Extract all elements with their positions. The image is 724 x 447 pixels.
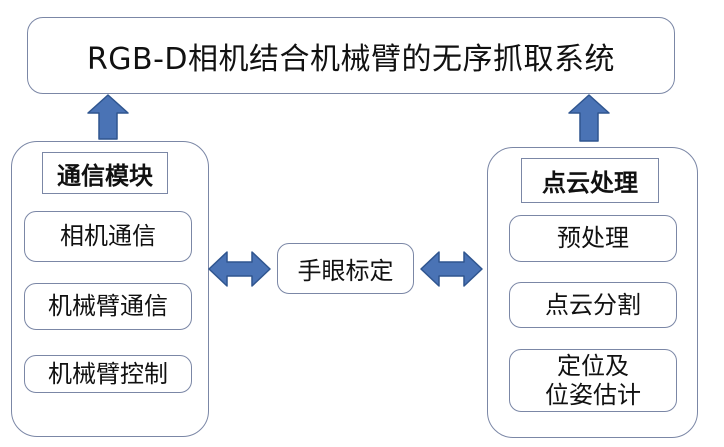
left-up-arrow bbox=[87, 94, 129, 140]
system-title-box: RGB-D相机结合机械臂的无序抓取系统 bbox=[27, 17, 675, 94]
preprocessing-label: 预处理 bbox=[557, 224, 629, 252]
arm-control-box: 机械臂控制 bbox=[24, 355, 192, 393]
point-cloud-heading: 点云处理 bbox=[521, 158, 659, 203]
pose-estimation-line-2: 位姿估计 bbox=[545, 380, 641, 409]
camera-communication-label: 相机通信 bbox=[60, 222, 156, 250]
left-double-arrow bbox=[208, 251, 271, 287]
system-title: RGB-D相机结合机械臂的无序抓取系统 bbox=[86, 41, 616, 77]
pose-estimation-line-1: 定位及 bbox=[557, 351, 629, 380]
arm-control-label: 机械臂控制 bbox=[48, 359, 168, 388]
point-cloud-segmentation-label: 点云分割 bbox=[545, 290, 641, 319]
arm-communication-box: 机械臂通信 bbox=[24, 283, 192, 330]
pose-estimation-text: 定位及 位姿估计 bbox=[545, 352, 641, 410]
pose-estimation-box: 定位及 位姿估计 bbox=[509, 349, 677, 412]
hand-eye-calibration-label: 手眼标定 bbox=[297, 257, 394, 285]
preprocessing-box: 预处理 bbox=[509, 215, 677, 262]
hand-eye-calibration-box: 手眼标定 bbox=[277, 243, 414, 294]
right-double-arrow bbox=[420, 251, 483, 287]
camera-communication-box: 相机通信 bbox=[24, 211, 192, 262]
communication-module-heading: 通信模块 bbox=[42, 152, 168, 194]
point-cloud-segmentation-box: 点云分割 bbox=[509, 282, 677, 328]
arm-communication-label: 机械臂通信 bbox=[48, 292, 168, 320]
right-up-arrow bbox=[568, 94, 610, 142]
